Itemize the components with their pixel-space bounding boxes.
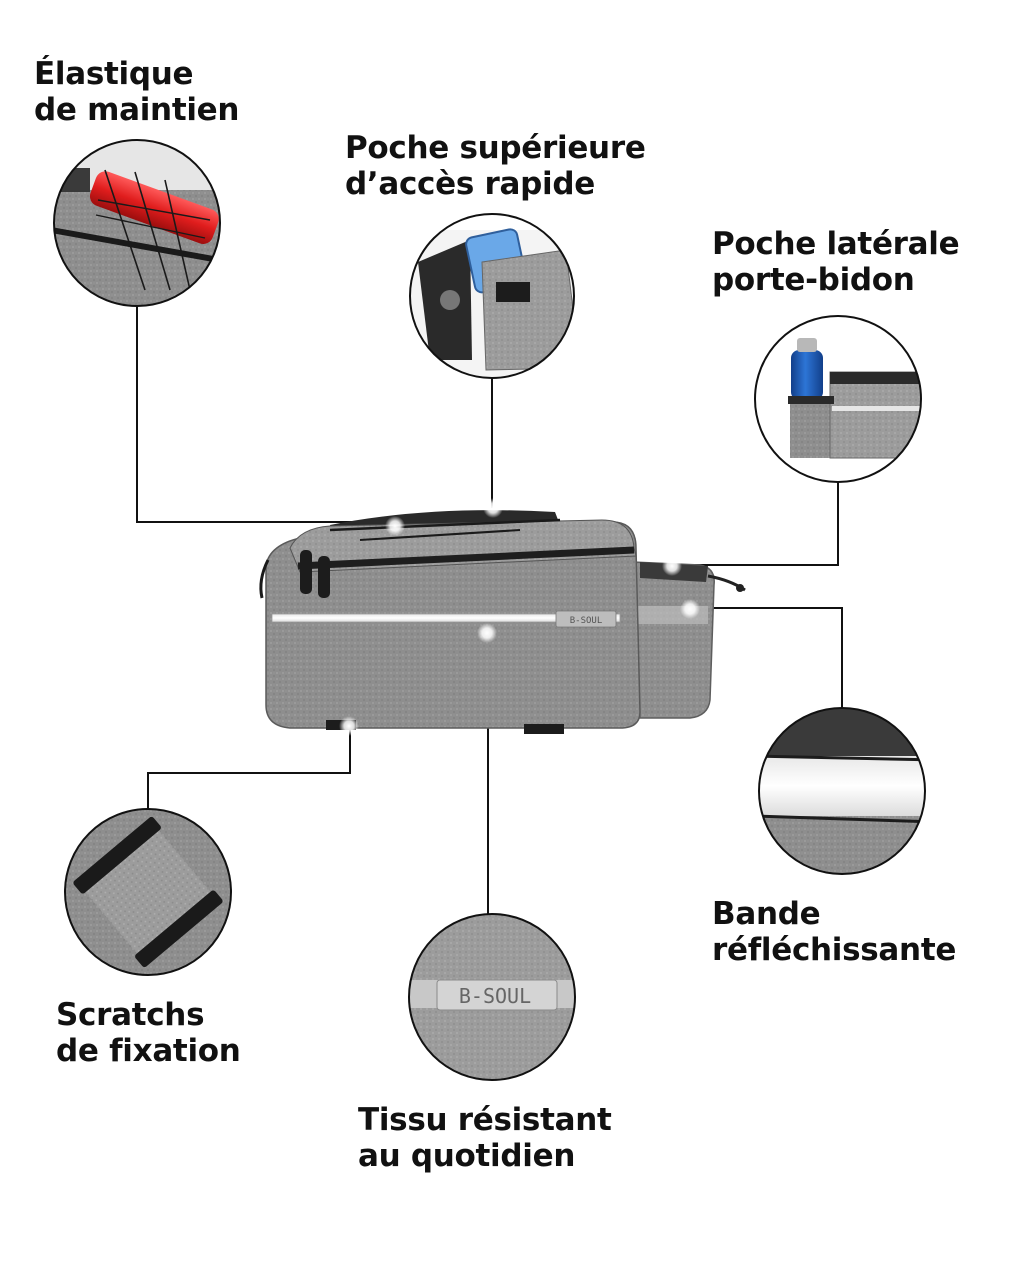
label-line: Tissu résistant [358, 1102, 612, 1138]
bag-illustration: B-SOUL [259, 510, 746, 734]
leader-line-poche-laterale [676, 482, 839, 566]
leader-line-bande [690, 607, 843, 708]
brand-label-detail: B-SOUL [459, 984, 531, 1008]
label-poche-superieure: Poche supérieure d’accès rapide [345, 130, 646, 202]
detail-elastique [53, 139, 221, 307]
detail-poche-superieure [409, 213, 575, 379]
label-poche-laterale: Poche latérale porte-bidon [712, 226, 960, 298]
label-line: Poche latérale [712, 226, 960, 262]
leader-line-scratchs [147, 728, 351, 809]
label-line: Élastique [34, 56, 194, 92]
label-tissu-resistant: Tissu résistant au quotidien [358, 1102, 612, 1174]
label-elastique-de-maintien: Élastique de maintien [34, 56, 239, 128]
label-line: de fixation [56, 1033, 241, 1069]
label-line: Scratchs [56, 997, 205, 1033]
leader-line-elastique [136, 306, 395, 523]
label-line: au quotidien [358, 1138, 576, 1174]
label-bande-reflechissante: Bande réfléchissante [712, 896, 956, 968]
label-line: Poche supérieure [345, 130, 646, 166]
label-line: d’accès rapide [345, 166, 595, 202]
label-line: porte-bidon [712, 262, 915, 298]
detail-tissu: B-SOUL [408, 913, 576, 1081]
detail-bande-reflechissante [758, 707, 926, 875]
detail-scratchs [64, 808, 232, 976]
label-line: réfléchissante [712, 932, 957, 968]
label-line: Bande [712, 896, 821, 932]
label-scratchs-de-fixation: Scratchs de fixation [56, 997, 241, 1069]
brand-patch [555, 610, 617, 628]
detail-poche-laterale [754, 315, 922, 483]
brand-label: B-SOUL [570, 616, 603, 626]
label-line: de maintien [34, 92, 240, 128]
hotspot-dots [339, 498, 700, 736]
